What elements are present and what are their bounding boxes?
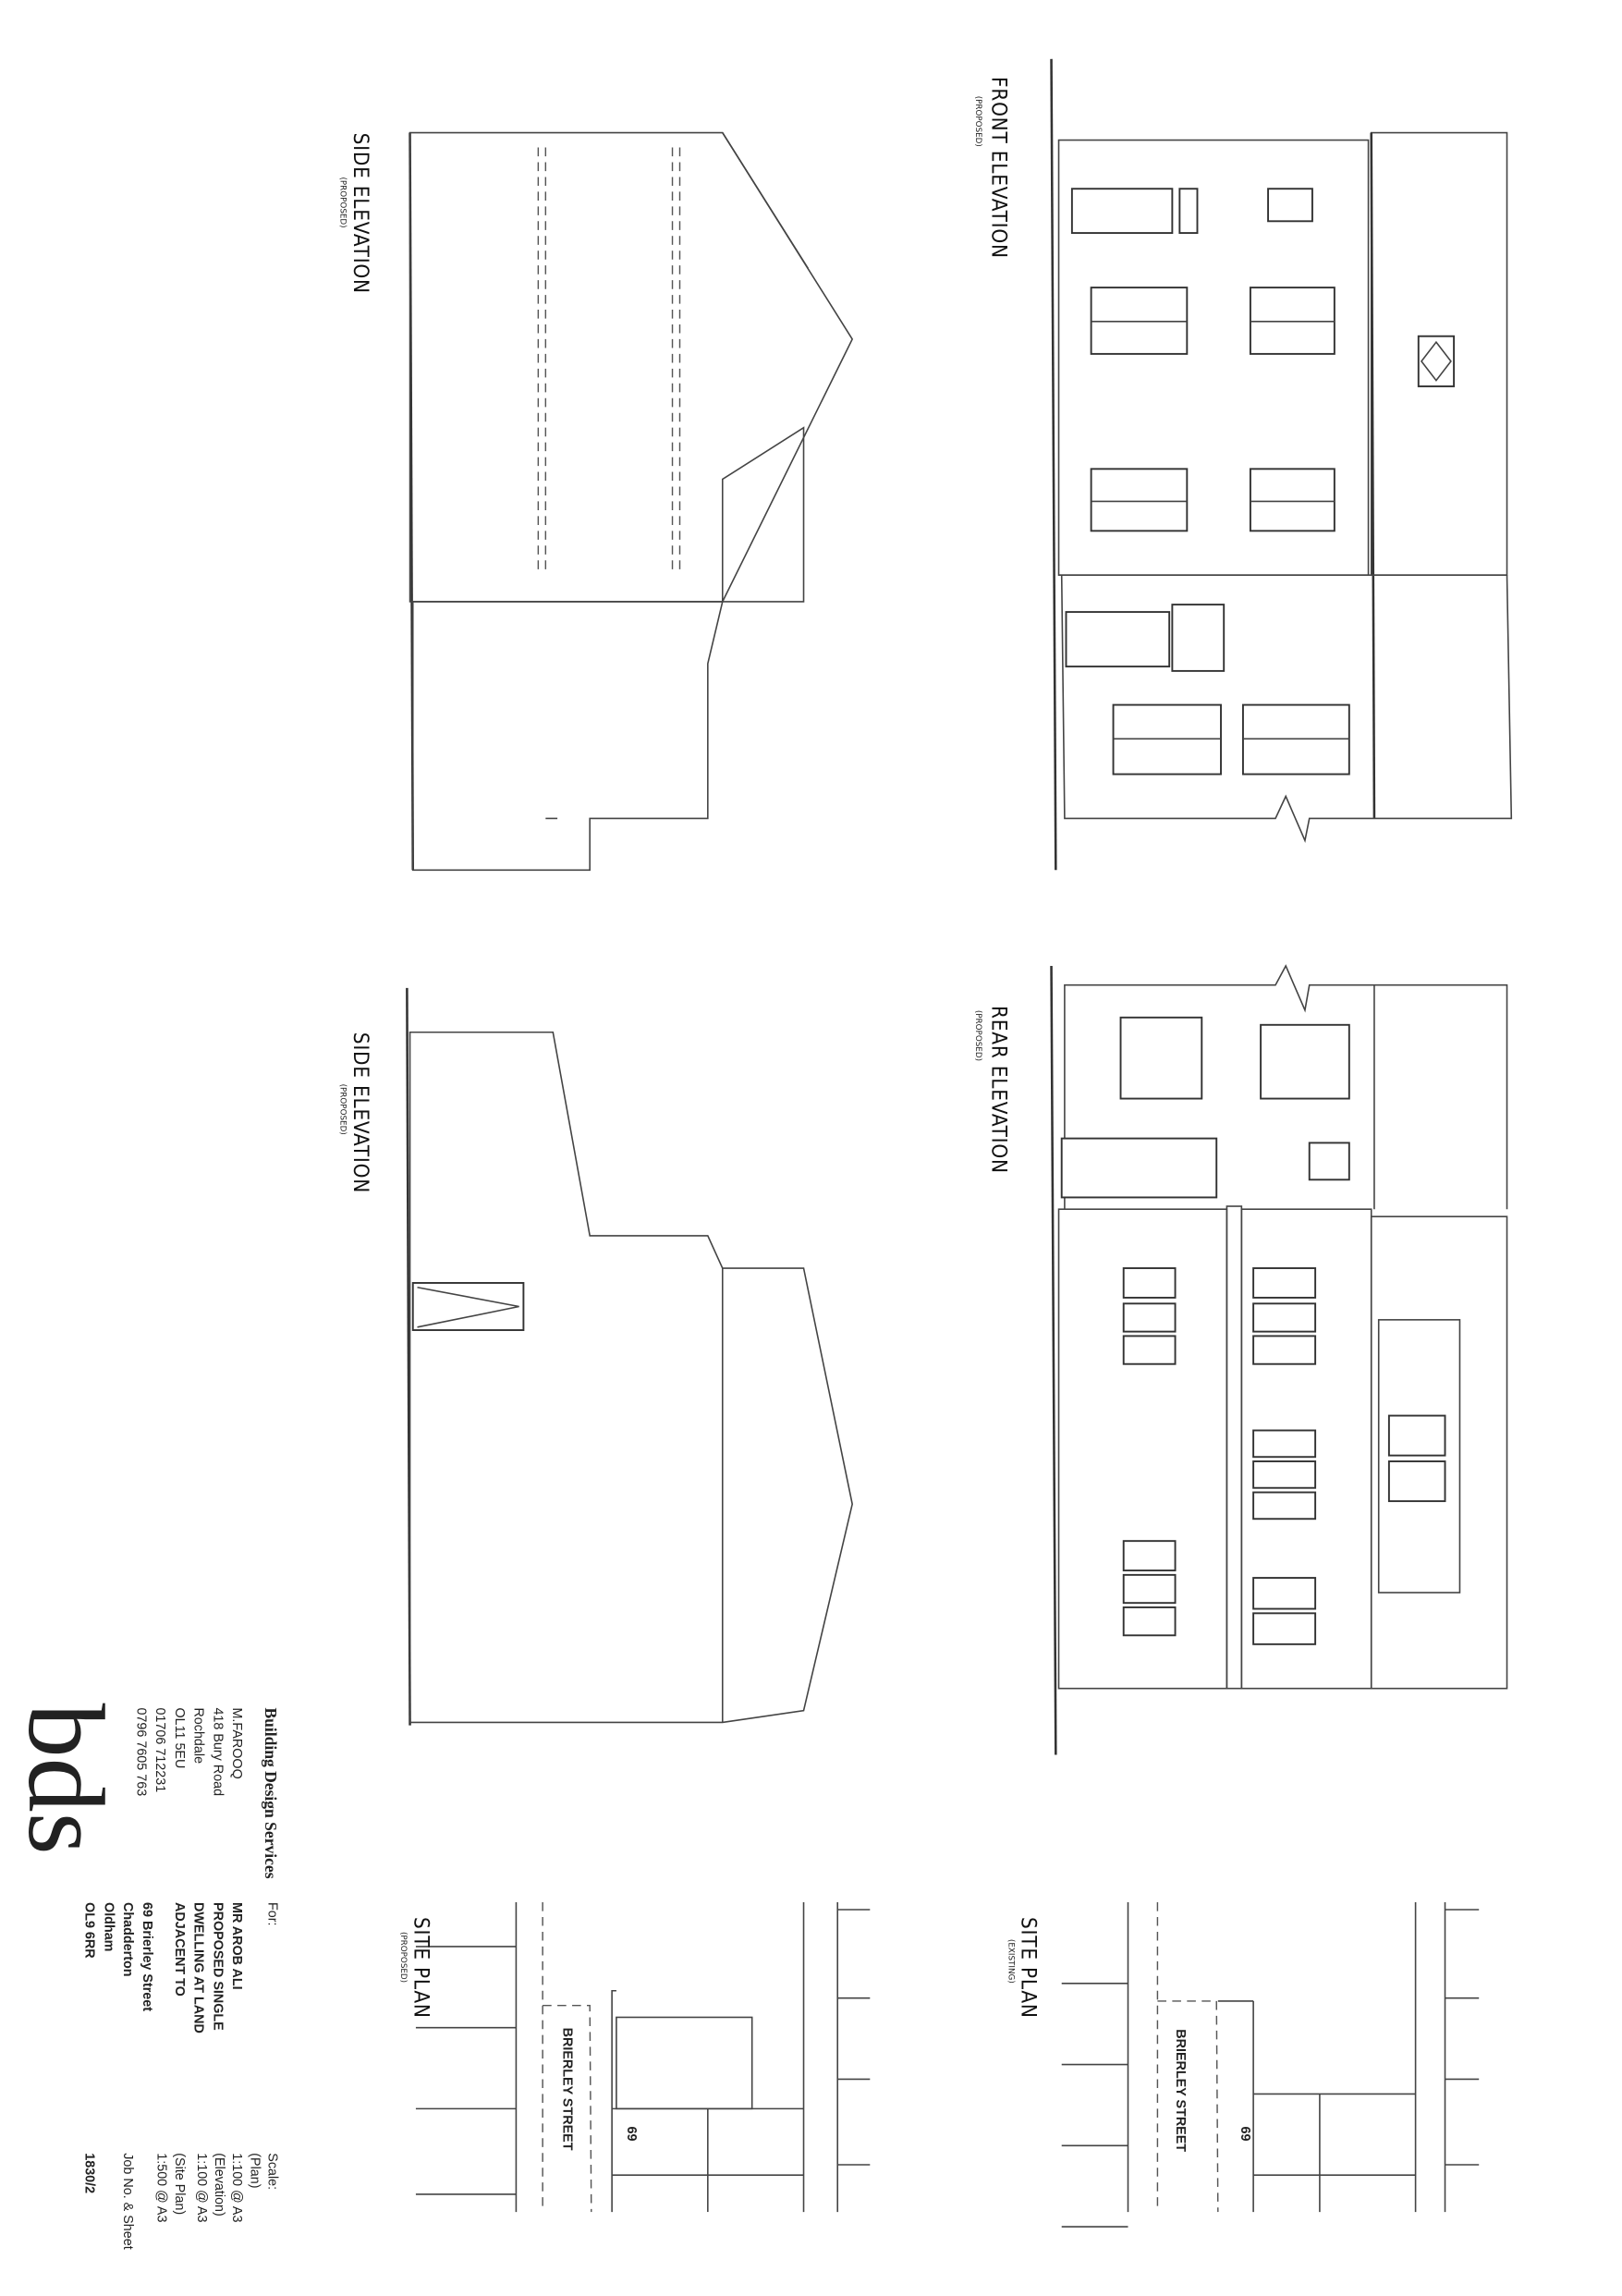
front-elevation-title: FRONT ELEVATION — [987, 77, 1011, 259]
client-name: MR AROB ALI — [229, 1902, 244, 1990]
house-number-label: 69 — [626, 2127, 640, 2142]
site-plan-proposed: BRIERLEY STREET 69 SITE PLAN (PROPOSED) — [398, 1902, 871, 2213]
site-address-line: 69 Brierley Street — [140, 1902, 154, 2011]
rear-elevation-subtitle: (PROPOSED) — [973, 1010, 982, 1061]
site-plan-existing-title: SITE PLAN — [1017, 1917, 1041, 2019]
address-line: Rochdale — [191, 1707, 206, 1764]
scale-line: 1:100 @ A3 — [194, 2153, 209, 2222]
side-elevation-1-subtitle: (PROPOSED) — [338, 177, 348, 227]
side-elevation-2-title: SIDE ELEVATION — [348, 1032, 372, 1193]
street-name-label: BRIERLEY STREET — [1173, 2029, 1188, 2152]
address-line: M.FAROOQ — [229, 1707, 244, 1778]
scale-line: 1:100 @ A3 — [229, 2153, 244, 2222]
scale-line: (Elevation) — [212, 2153, 226, 2217]
job-number-label: Job No. & Sheet — [120, 2153, 135, 2249]
project-line: DWELLING AT LAND — [191, 1902, 206, 2033]
job-number: 1830/2 — [82, 2153, 97, 2193]
street-name-label: BRIERLEY STREET — [559, 2028, 574, 2151]
front-elevation: FRONT ELEVATION (PROPOSED) — [973, 58, 1513, 871]
site-address-line: Oldham — [101, 1902, 116, 1951]
rear-elevation-title: REAR ELEVATION — [987, 1006, 1011, 1174]
front-elevation-subtitle: (PROPOSED) — [973, 96, 982, 147]
phone-line: 01706 712231 — [152, 1707, 167, 1792]
house-number-label: 69 — [1239, 2127, 1254, 2142]
site-address-line: OL9 6RR — [82, 1902, 97, 1959]
phone-line: 0796 7605 763 — [133, 1707, 148, 1796]
bds-logo: bds — [6, 1704, 127, 1855]
side-elevation-1-title: SIDE ELEVATION — [348, 133, 372, 294]
scale-line: 1:500 @ A3 — [154, 2153, 169, 2222]
rear-elevation: REAR ELEVATION (PROPOSED) — [973, 964, 1508, 1755]
site-plan-proposed-subtitle: (PROPOSED) — [398, 1932, 408, 1983]
side-elevation-2: SIDE ELEVATION (PROPOSED) — [338, 987, 853, 1726]
title-block: Building Design Services M.FAROOQ 418 Bu… — [6, 1704, 280, 2250]
scale-label: Scale: — [264, 2153, 279, 2190]
project-line: ADJACENT TO — [172, 1902, 187, 1997]
scale-line: (Site Plan) — [172, 2153, 187, 2215]
address-line: 418 Bury Road — [210, 1707, 225, 1796]
project-line: PROPOSED SINGLE — [210, 1902, 225, 2031]
scale-line: (Plan) — [247, 2153, 262, 2188]
side-elevation-1: SIDE ELEVATION (PROPOSED) — [338, 131, 854, 872]
company-name: Building Design Services — [262, 1707, 280, 1878]
site-plan-existing: BRIERLEY STREET 69 SITE PLAN (EXISTING) — [1006, 1902, 1480, 2228]
for-label: For: — [264, 1902, 279, 1926]
side-elevation-2-subtitle: (PROPOSED) — [338, 1084, 348, 1135]
site-plan-proposed-title: SITE PLAN — [409, 1917, 433, 2019]
site-plan-existing-subtitle: (EXISTING) — [1006, 1939, 1015, 1984]
address-line: OL11 5EU — [172, 1707, 187, 1768]
site-address-line: Chadderton — [120, 1902, 135, 1976]
rear-windows — [1122, 1267, 1446, 1645]
